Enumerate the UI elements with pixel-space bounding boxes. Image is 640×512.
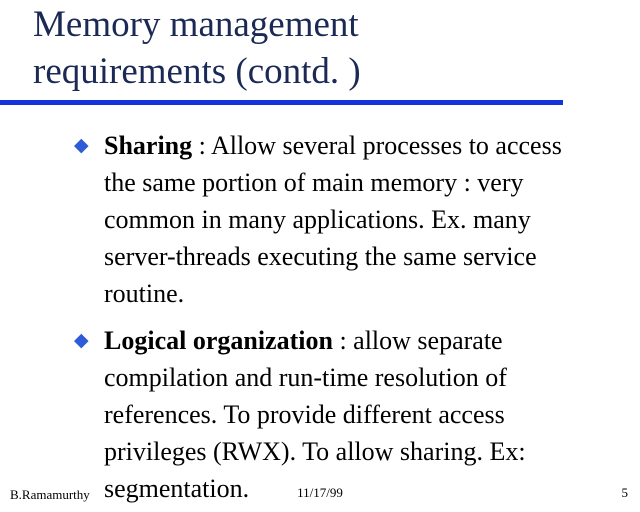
bullet-line: the same portion of main memory : very <box>104 168 524 197</box>
title-line-2: requirements (contd. ) <box>33 51 361 92</box>
bullet-line-rest: : allow separate <box>332 326 503 355</box>
bullet-lead-text: Sharing <box>104 131 193 160</box>
bullet-text-logical-organization: Logical organization : allow separate co… <box>104 322 619 507</box>
slide-body: ◆ Sharing : Allow several processes to a… <box>74 127 619 512</box>
slide-footer: B.Ramamurthy 11/17/99 5 <box>0 485 640 505</box>
bullet-line: references. To provide different access <box>104 400 505 429</box>
bullet-line-rest: : Allow several processes to access <box>192 131 562 160</box>
bullet-line: privileges (RWX). To allow sharing. Ex: <box>104 437 526 466</box>
footer-author: B.Ramamurthy <box>10 487 90 502</box>
bullet-line: compilation and run-time resolution of <box>104 363 507 392</box>
bullet-line: server-threads executing the same servic… <box>104 242 537 271</box>
bullet-line: common in many applications. Ex. many <box>104 205 531 234</box>
footer-page-number: 5 <box>621 485 629 500</box>
title-underline-rule <box>0 100 563 105</box>
bullet-lead-text: Logical organization <box>104 326 333 355</box>
bullet-line: Logical organization : allow separate <box>104 322 619 359</box>
bullet-text-sharing: Sharing : Allow several processes to acc… <box>104 127 619 312</box>
bullet-line: routine. <box>104 279 185 308</box>
slide-title: Memory management requirements (contd. ) <box>33 1 361 95</box>
bullet-item-logical-organization: ◆ Logical organization : allow separate … <box>74 322 619 507</box>
bullet-line: Sharing : Allow several processes to acc… <box>104 127 619 164</box>
footer-date: 11/17/99 <box>297 485 343 500</box>
title-line-1: Memory management <box>33 4 359 45</box>
bullet-line: segmentation. <box>104 474 250 503</box>
diamond-bullet-icon: ◆ <box>74 329 89 351</box>
bullet-item-sharing: ◆ Sharing : Allow several processes to a… <box>74 127 619 312</box>
diamond-bullet-icon: ◆ <box>74 134 89 156</box>
